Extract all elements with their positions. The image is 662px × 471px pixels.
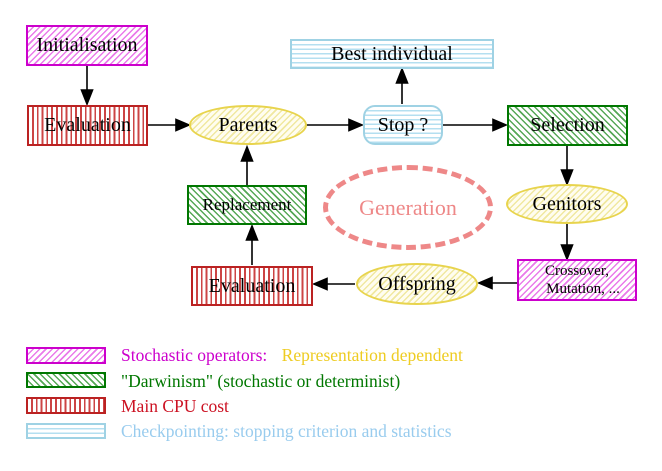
legend-text-stochastic: Stochastic operators: <box>121 345 268 365</box>
node-parents: Parents <box>189 105 307 145</box>
arrow-selection-to-genitors <box>560 146 574 187</box>
arrow-stop-to-selection <box>443 118 509 132</box>
legend-label-stochastic-operators: Stochastic operators: Representation dep… <box>121 345 463 365</box>
node-best-individual: Best individual <box>290 39 494 69</box>
legend-swatch-darwinism <box>26 372 106 388</box>
node-crossover-mutation: Crossover, Mutation, ... <box>517 259 637 301</box>
node-genitors-label: Genitors <box>532 192 602 215</box>
node-evaluation-bottom: Evaluation <box>191 266 313 306</box>
arrow-initialisation-to-evaluation <box>80 66 94 107</box>
arrow-evaluation-to-parents <box>148 118 192 132</box>
arrow-parents-to-stop <box>306 118 365 132</box>
arrow-stop-to-best-individual <box>395 66 409 104</box>
node-initialisation: Initialisation <box>26 25 148 66</box>
node-evaluation-top-label: Evaluation <box>44 114 131 136</box>
arrow-crossover-to-offspring <box>476 276 517 290</box>
node-genitors: Genitors <box>506 184 628 224</box>
node-parents-label: Parents <box>218 113 278 136</box>
node-replacement: Replacement <box>187 185 307 225</box>
node-stop-label: Stop ? <box>377 113 429 136</box>
arrow-evaluation-to-replacement <box>245 223 259 265</box>
node-initialisation-label: Initialisation <box>36 34 138 56</box>
arrow-genitors-to-crossover <box>560 224 574 262</box>
legend-label-darwinism: "Darwinism" (stochastic or determinist) <box>121 371 401 391</box>
node-selection-label: Selection <box>530 114 605 136</box>
legend-swatch-stochastic-operators <box>26 347 106 364</box>
node-mutation-label: Mutation, ... <box>546 281 620 297</box>
node-evaluation-bottom-label: Evaluation <box>208 274 296 297</box>
legend-swatch-cpu-cost <box>26 397 106 414</box>
arrow-replacement-to-parents <box>240 144 254 185</box>
legend-label-checkpointing: Checkpointing: stopping criterion and st… <box>121 421 452 441</box>
node-selection: Selection <box>507 105 628 146</box>
node-stop: Stop ? <box>363 105 443 145</box>
legend-label-cpu-cost: Main CPU cost <box>121 396 229 416</box>
node-generation-label: Generation <box>359 194 457 220</box>
node-offspring: Offspring <box>356 263 478 305</box>
node-best-individual-label: Best individual <box>331 42 453 65</box>
arrow-offspring-to-evaluation <box>311 277 355 291</box>
node-crossover-label: Crossover, <box>545 263 609 279</box>
legend-swatch-checkpointing <box>26 423 106 439</box>
node-replacement-label: Replacement <box>202 195 292 215</box>
node-generation-cycle: Generation <box>323 165 493 250</box>
legend-text-representation-dependent: Representation dependent <box>281 345 463 365</box>
node-evaluation-top: Evaluation <box>27 105 148 146</box>
node-offspring-label: Offspring <box>378 272 456 295</box>
